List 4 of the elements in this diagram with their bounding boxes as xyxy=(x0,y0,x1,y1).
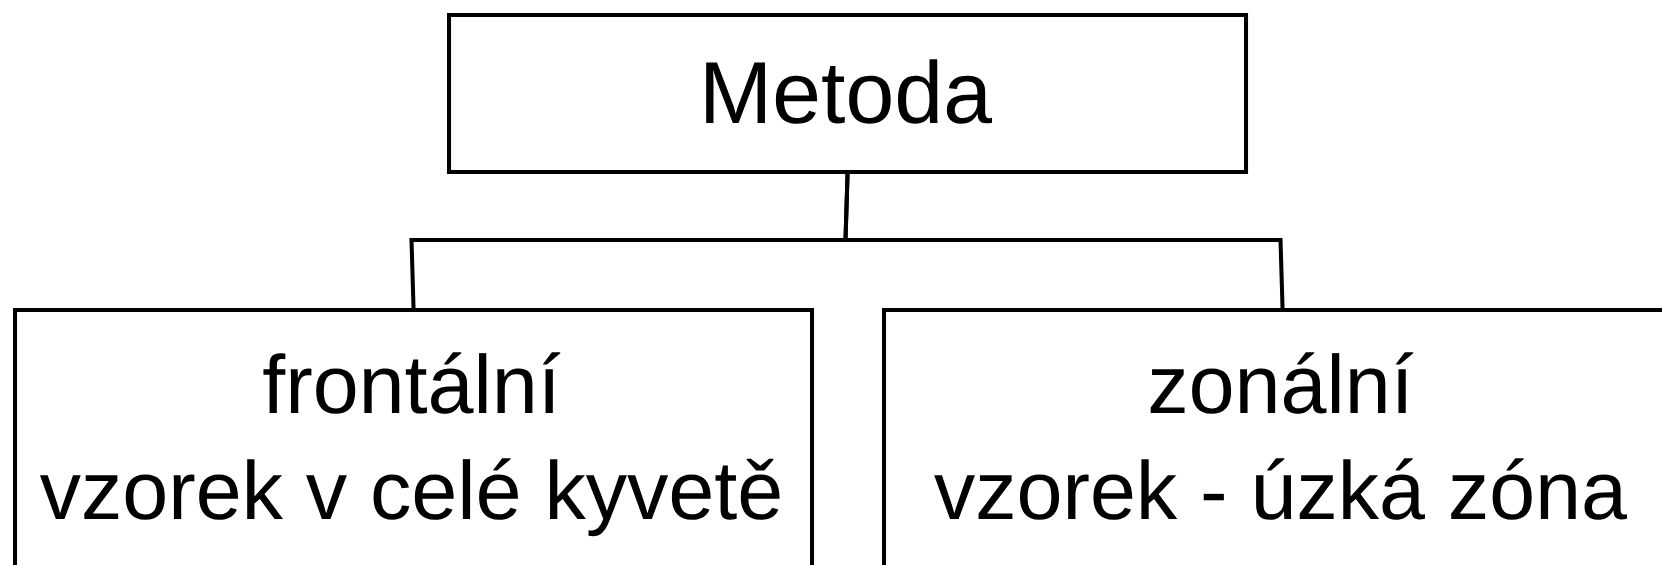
connector-line xyxy=(843,173,1285,309)
box: frontální vzorek v celé kyvetě xyxy=(13,308,815,565)
box: zonální vzorek - úzká zóna xyxy=(882,308,1662,565)
box: Metoda xyxy=(447,13,1249,175)
